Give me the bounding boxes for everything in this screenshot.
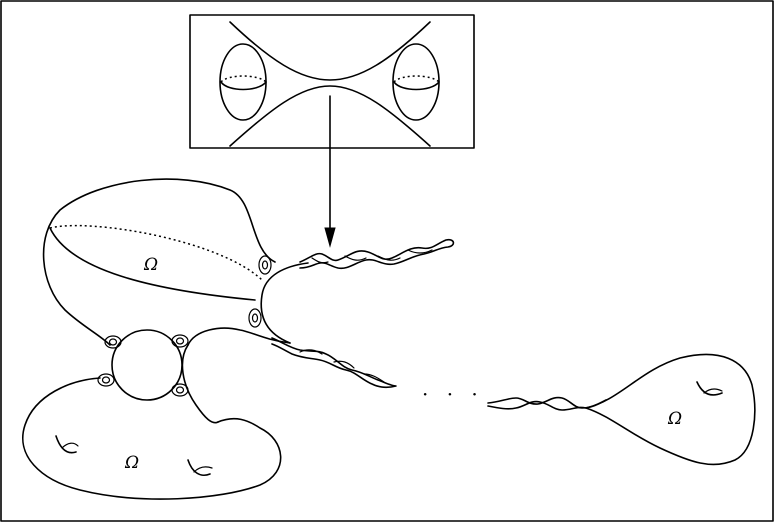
hub-outer-curve [261,263,308,343]
upper-twisted-tube [300,240,453,269]
label-right-region: Ω [667,409,682,429]
bottom-lobe-outline [23,378,281,499]
label-bottom-region: Ω [124,453,139,473]
inset-right-sphere [393,44,439,120]
inset-neck-detail [190,15,474,148]
right-tube-upper-edge [488,398,606,408]
handle-mid [249,309,261,327]
top-lobe [44,179,275,345]
bottom-genus-right [188,460,210,475]
label-top-region: Ω [143,255,158,275]
hub-handles [249,256,271,327]
sphere-handle-upper-right [172,335,188,347]
upper-tube-body [300,240,453,269]
inset-frame [190,15,474,148]
central-hub [188,263,308,345]
inset-right-equator-front [394,82,439,90]
inset-right-equator-back [394,76,439,82]
inset-left-sphere [220,44,266,120]
inset-upper-curve [230,22,430,80]
inset-left-equator-back [221,76,266,82]
sphere-handle-lower-left [98,374,114,386]
pointer-arrow [325,96,335,246]
sphere-right-arm [182,345,218,423]
lower-tube-body [272,338,396,387]
arrow-head [325,228,335,246]
top-lobe-outline [44,179,275,345]
inset-left-equator-front [221,82,266,90]
ellipsis-dots: · · · [422,382,484,406]
handle-top [259,256,271,274]
hub-lower-shoulder [188,328,290,345]
right-genus-mark [697,382,722,395]
center-sphere [98,330,188,400]
bottom-lobe [23,378,281,499]
lower-twisted-tube [272,338,396,387]
